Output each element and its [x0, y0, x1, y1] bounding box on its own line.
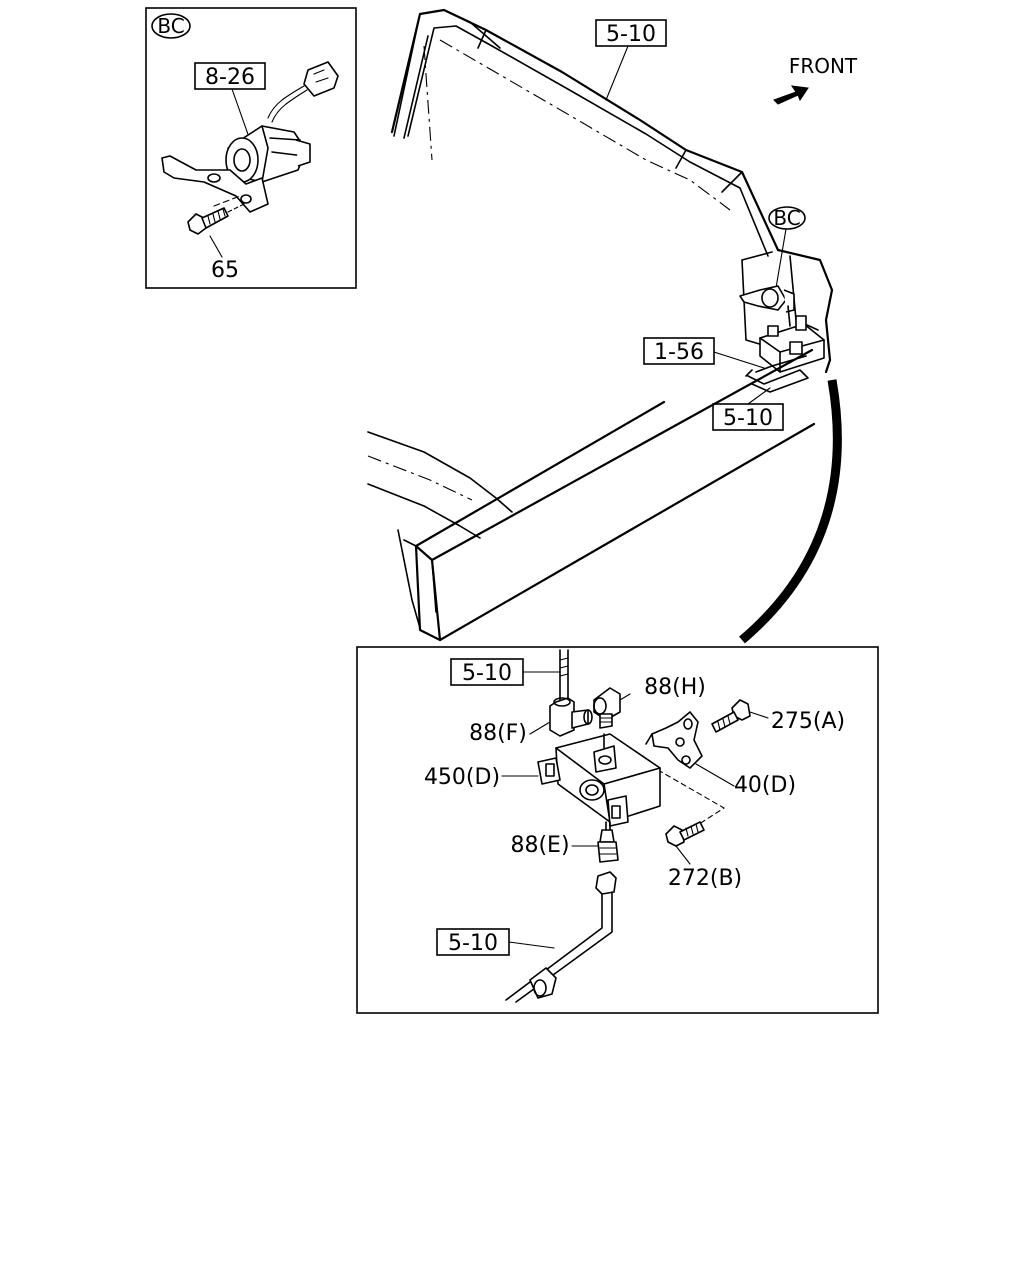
main-ref-5-10-top: 5-10	[595, 19, 667, 47]
detail-label-272b: 272(B)	[668, 866, 742, 891]
detail-callout-arc	[739, 379, 842, 644]
detail-ref-5-10-bottom: 5-10	[436, 928, 510, 956]
frame-assembly: BC 1-56 5-10	[367, 8, 834, 642]
inset-ref-8-26: 8-26	[194, 62, 266, 90]
detail-ref-5-10-top-text: 5-10	[462, 661, 512, 686]
detail-label-88f: 88(F)	[469, 721, 527, 746]
main-ref-5-10-top-text: 5-10	[606, 22, 656, 47]
inset-bolt-65-label: 65	[211, 258, 239, 283]
detail-fitting-88h	[593, 687, 621, 729]
inset-connector	[267, 61, 339, 123]
detail-ref-5-10-top: 5-10	[450, 658, 524, 686]
detail-label-40d: 40(D)	[734, 773, 796, 798]
detail-valve-450d	[537, 733, 661, 827]
inset-bc-tag-text: BC	[157, 14, 184, 38]
detail-label-450d: 450(D)	[424, 765, 500, 790]
front-arrow-icon	[773, 85, 809, 105]
detail-ref-5-10-bottom-text: 5-10	[448, 931, 498, 956]
inset-bracket	[161, 155, 269, 213]
main-ref-5-10-mid: 5-10	[712, 403, 784, 431]
front-indicator: FRONT	[773, 54, 858, 105]
detail-label-88h: 88(H)	[644, 675, 706, 700]
main-bc-tag: BC	[768, 206, 806, 230]
main-bc-tag-text: BC	[773, 206, 800, 230]
inset-ref-8-26-text: 8-26	[205, 65, 255, 90]
detail-panel: 5-10 88(F) 88(H) 275(A)	[356, 646, 879, 1014]
detail-fitting-88f	[549, 697, 593, 737]
detail-bolt-272b	[665, 821, 705, 847]
detail-label-88e: 88(E)	[510, 833, 569, 858]
main-ref-1-56-text: 1-56	[654, 340, 704, 365]
inset-bc-panel: BC 8-26	[145, 7, 357, 289]
inset-bolt-65	[187, 203, 245, 235]
main-valve-block	[759, 305, 825, 373]
inset-switch-body	[225, 125, 311, 183]
inset-bc-tag: BC	[151, 13, 191, 39]
detail-pipe-bottom	[505, 871, 617, 1003]
detail-label-275a: 275(A)	[771, 709, 845, 734]
detail-bracket-40d	[645, 711, 725, 827]
main-ref-5-10-mid-text: 5-10	[723, 406, 773, 431]
detail-bolt-275a	[711, 699, 751, 733]
front-label: FRONT	[789, 54, 858, 78]
detail-fitting-88e	[597, 821, 619, 863]
main-ref-1-56: 1-56	[643, 337, 715, 365]
main-switch	[739, 285, 795, 313]
